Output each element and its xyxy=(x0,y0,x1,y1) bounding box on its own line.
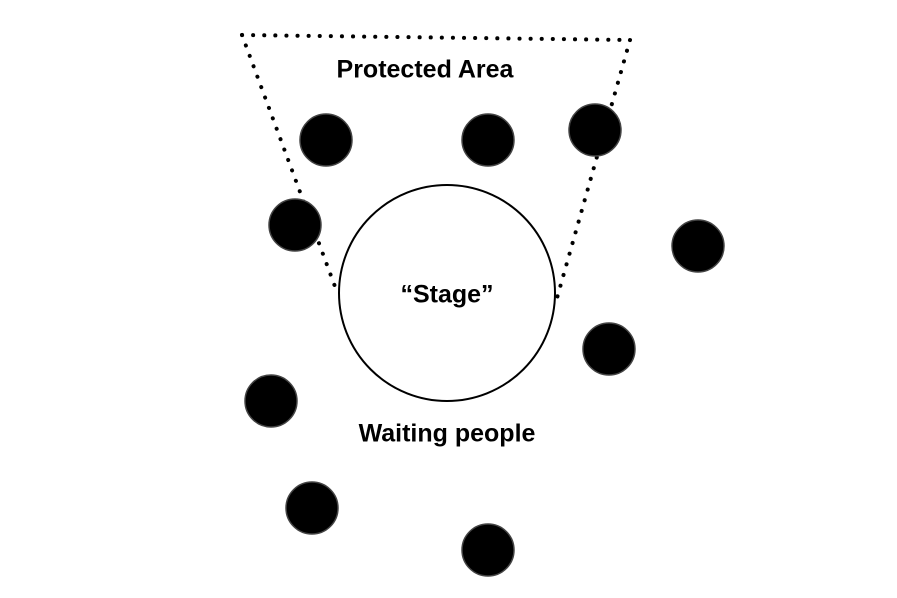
boundary-right-line xyxy=(555,38,632,300)
person-dot xyxy=(244,374,298,428)
person-dot xyxy=(299,113,353,167)
person-dot xyxy=(285,481,339,535)
stage-circle xyxy=(338,184,556,402)
boundary-left-line xyxy=(240,33,339,294)
person-dot xyxy=(461,113,515,167)
person-dot xyxy=(568,103,622,157)
person-dot xyxy=(461,523,515,577)
waiting-people xyxy=(244,103,725,577)
protected-area-boundary xyxy=(240,33,632,300)
person-dot xyxy=(582,322,636,376)
person-dot xyxy=(268,198,322,252)
stage-label: “Stage” xyxy=(400,281,493,309)
person-dot xyxy=(671,219,725,273)
boundary-top-line xyxy=(240,33,632,42)
protected-area-label: Protected Area xyxy=(337,56,515,84)
waiting-people-label: Waiting people xyxy=(359,420,536,448)
